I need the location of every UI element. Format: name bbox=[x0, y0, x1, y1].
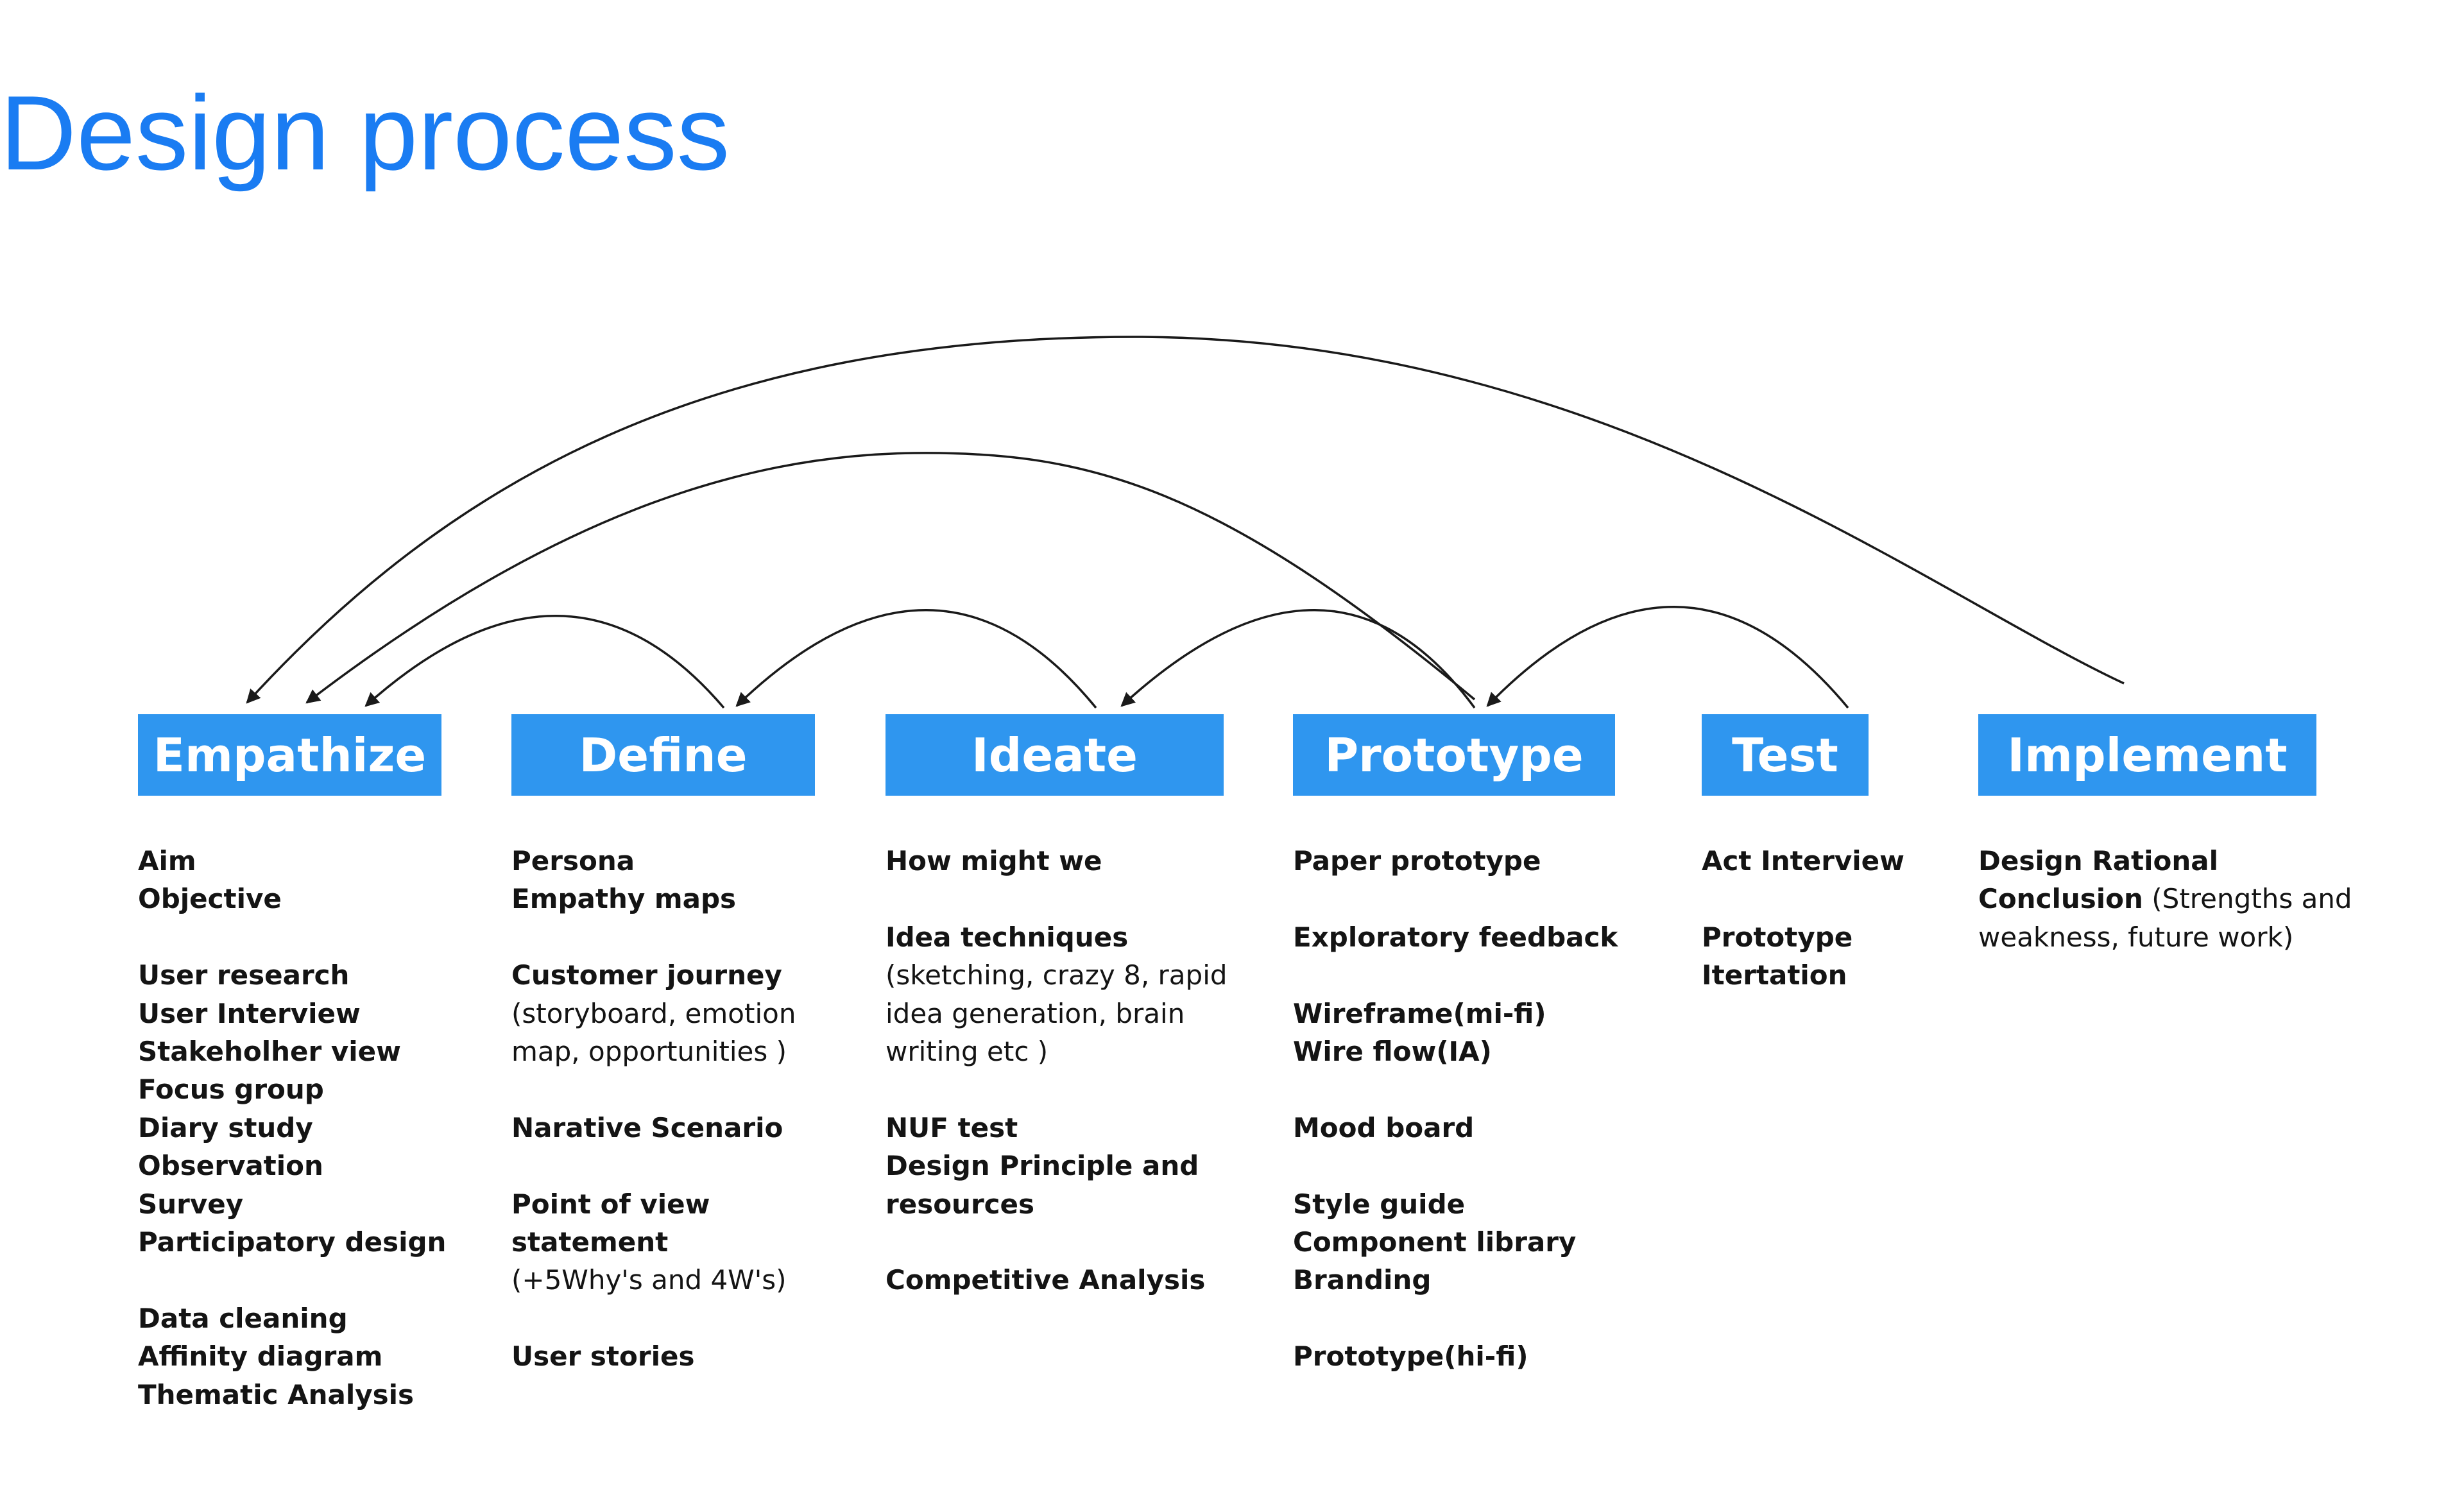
stage-ideate: Ideate bbox=[886, 714, 1224, 796]
list-item: Conclusion (Strengths and bbox=[1978, 880, 2352, 918]
list-item-note: (sketching, crazy 8, rapid bbox=[886, 959, 1228, 991]
list-item: Design Rational bbox=[1978, 845, 2218, 877]
arrow-define-to-empathize bbox=[364, 615, 725, 709]
list-item: Wire flow(IA) bbox=[1293, 1036, 1492, 1067]
list-item: Competitive Analysis bbox=[886, 1264, 1206, 1296]
column-define: Persona Empathy maps Customer journey (s… bbox=[511, 842, 796, 1376]
list-item: Stakeholher view bbox=[138, 1036, 401, 1068]
list-item: Data cleaning bbox=[138, 1302, 348, 1334]
list-item: Idea techniques bbox=[886, 921, 1129, 953]
column-empathize: Aim Objective User research User Intervi… bbox=[138, 842, 446, 1414]
list-item: Wireframe(mi-fi) bbox=[1293, 997, 1546, 1029]
stage-define: Define bbox=[511, 714, 815, 796]
list-item: Affinity diagram bbox=[138, 1341, 383, 1373]
list-item-note: (+5Why's and 4W's) bbox=[511, 1264, 787, 1296]
list-item: Narative Scenario bbox=[511, 1111, 783, 1144]
stage-prototype: Prototype bbox=[1293, 714, 1615, 796]
list-item-note: weakness, future work) bbox=[1978, 921, 2294, 953]
list-item: Branding bbox=[1293, 1264, 1432, 1296]
list-item: Persona bbox=[511, 845, 635, 877]
list-item: Exploratory feedback bbox=[1293, 921, 1618, 953]
stage-implement: Implement bbox=[1978, 714, 2316, 796]
list-item: Survey bbox=[138, 1188, 244, 1220]
column-test: Act Interview Prototype Itertation bbox=[1702, 842, 1904, 995]
list-item-note: writing etc ) bbox=[886, 1036, 1048, 1068]
list-item: Act Interview bbox=[1702, 845, 1904, 877]
list-item-label: Conclusion bbox=[1978, 883, 2143, 915]
list-item: Point of view bbox=[511, 1188, 710, 1220]
stage-empathize: Empathize bbox=[138, 714, 441, 796]
arrow-prototype-to-empathize bbox=[305, 452, 1476, 704]
list-item: Component library bbox=[1293, 1226, 1577, 1258]
list-item: User Interview bbox=[138, 997, 361, 1029]
list-item: Itertation bbox=[1702, 959, 1847, 991]
list-item-note: (Strengths and bbox=[2143, 883, 2352, 915]
list-item: Empathy maps bbox=[511, 883, 737, 915]
list-item: User research bbox=[138, 959, 350, 991]
stage-test: Test bbox=[1702, 714, 1869, 796]
list-item: Paper prototype bbox=[1293, 845, 1541, 877]
list-item: Thematic Analysis bbox=[138, 1378, 415, 1410]
list-item-note: (storyboard, emotion bbox=[511, 997, 796, 1029]
list-item: Objective bbox=[138, 883, 282, 915]
list-item: statement bbox=[511, 1226, 669, 1258]
column-implement: Design Rational Conclusion (Strengths an… bbox=[1978, 842, 2352, 956]
list-item: Prototype(hi-fi) bbox=[1293, 1341, 1528, 1373]
list-item: Prototype bbox=[1702, 921, 1853, 953]
list-item: Customer journey bbox=[511, 959, 782, 991]
list-item: NUF test bbox=[886, 1111, 1018, 1144]
list-item: Participatory design bbox=[138, 1226, 447, 1258]
list-item: Observation bbox=[138, 1150, 323, 1182]
list-item: Focus group bbox=[138, 1074, 324, 1106]
list-item: Style guide bbox=[1293, 1188, 1466, 1220]
list-item: Mood board bbox=[1293, 1111, 1475, 1144]
column-prototype: Paper prototype Exploratory feedback Wir… bbox=[1293, 842, 1618, 1376]
list-item-note: idea generation, brain bbox=[886, 997, 1185, 1029]
list-item: How might we bbox=[886, 845, 1102, 877]
list-item: Diary study bbox=[138, 1111, 313, 1144]
list-item: resources bbox=[886, 1188, 1035, 1220]
page-title: Design process bbox=[0, 74, 730, 192]
arrow-ideate-to-define bbox=[735, 609, 1097, 709]
column-ideate: How might we Idea techniques (sketching,… bbox=[886, 842, 1228, 1299]
arrow-test-to-prototype bbox=[1486, 606, 1849, 709]
arrow-implement-to-empathize bbox=[246, 336, 2125, 704]
list-item: Design Principle and bbox=[886, 1150, 1199, 1182]
list-item-note: map, opportunities ) bbox=[511, 1036, 787, 1068]
arrow-prototype-to-ideate bbox=[1120, 609, 1476, 709]
list-item: Aim bbox=[138, 845, 196, 877]
list-item: User stories bbox=[511, 1341, 695, 1373]
